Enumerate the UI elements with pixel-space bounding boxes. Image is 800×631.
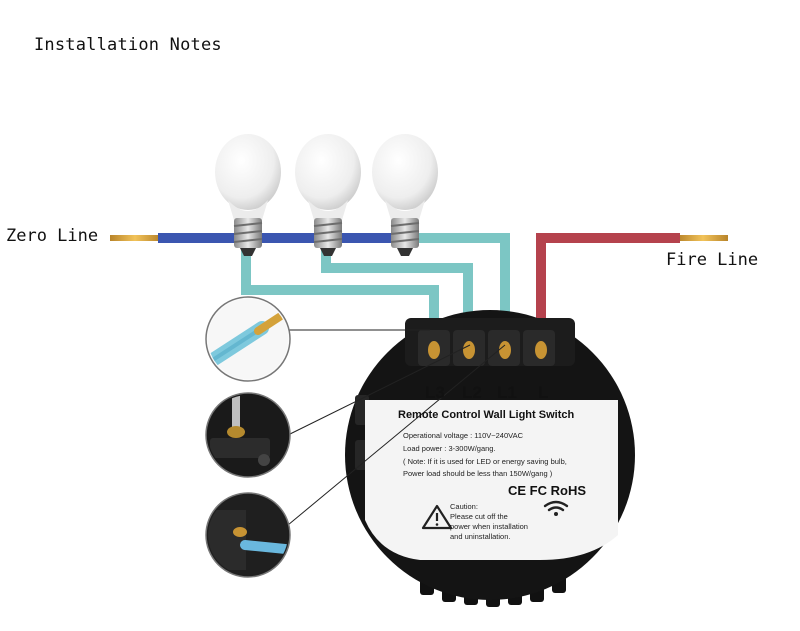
warning-icon (421, 504, 453, 530)
callout-lines (287, 329, 506, 526)
page-title: Installation Notes (34, 35, 222, 55)
caution-line-1: Please cut off the (450, 512, 508, 521)
caution-title: Caution: (450, 502, 478, 511)
caution-line-3: and uninstallation. (450, 532, 511, 541)
zero-line-label: Zero Line (6, 226, 99, 246)
wifi-icon (543, 500, 569, 516)
bulb-1 (215, 134, 281, 256)
bulb-2 (295, 134, 361, 256)
fire-line-label: Fire Line (666, 250, 759, 270)
fire-line-wire (536, 233, 728, 345)
bulb-3 (372, 134, 438, 256)
switch-heading: Remote Control Wall Light Switch (398, 409, 575, 421)
switch-note-1: ( Note: If it is used for LED or energy … (403, 457, 567, 466)
callout-stripped-wire (205, 296, 291, 382)
switch-note-2: Power load should be less than 150W/gang… (403, 469, 553, 478)
load-wires (241, 233, 510, 345)
callout-inserted-wire (205, 492, 291, 578)
switch-voltage: Operational voltage : 110V~240VAC (403, 431, 524, 440)
terminal-l3-label: L3 (425, 383, 445, 402)
wire-l3 (241, 250, 439, 345)
caution-line-2: power when installation (450, 522, 528, 531)
zero-line-wire (110, 233, 403, 243)
wire-l1 (405, 233, 510, 345)
terminal-l2-label: L2 (462, 383, 482, 402)
terminal-l1-label: L1 (497, 383, 517, 402)
certification-marks: CE FC RoHS (508, 483, 586, 498)
switch-module (345, 310, 635, 607)
wire-l2 (321, 250, 473, 345)
switch-load: Load power : 3-300W/gang. (403, 444, 496, 453)
terminal-l-label: L (538, 383, 549, 402)
callout-screw-terminal (205, 392, 291, 478)
